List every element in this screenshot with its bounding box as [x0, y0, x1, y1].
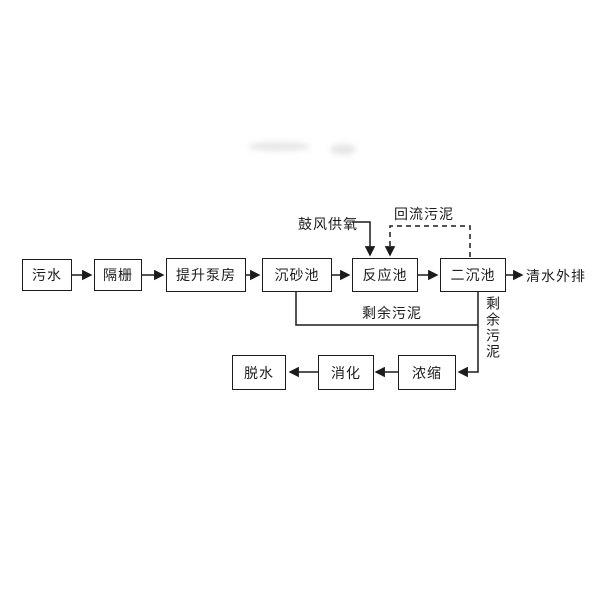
label-excess-sludge-vertical: 剩余污泥 [485, 296, 501, 360]
label-effluent: 清水外排 [526, 268, 586, 284]
node-reactor: 反应池 [352, 258, 418, 292]
label-aeration: 鼓风供氧 [298, 216, 358, 232]
node-grit: 沉砂池 [262, 258, 332, 292]
watermark-smudge [330, 144, 356, 155]
label-excess-sludge: 剩余污泥 [362, 305, 422, 321]
node-screen: 隔栅 [94, 259, 142, 291]
node-digest: 消化 [318, 355, 374, 390]
watermark-smudge [248, 142, 310, 151]
node-secondary: 二沉池 [440, 258, 506, 292]
node-thicken: 浓缩 [398, 355, 456, 390]
node-pump: 提升泵房 [166, 258, 246, 292]
line-excess-sludge-grit [295, 292, 478, 326]
line-excess-sludge-secondary [457, 292, 479, 378]
line-aeration [352, 221, 376, 257]
node-sewage: 污水 [22, 259, 72, 291]
node-dewater: 脱水 [232, 355, 286, 390]
label-return-sludge: 回流污泥 [394, 206, 454, 222]
line-return-sludge [384, 225, 471, 257]
